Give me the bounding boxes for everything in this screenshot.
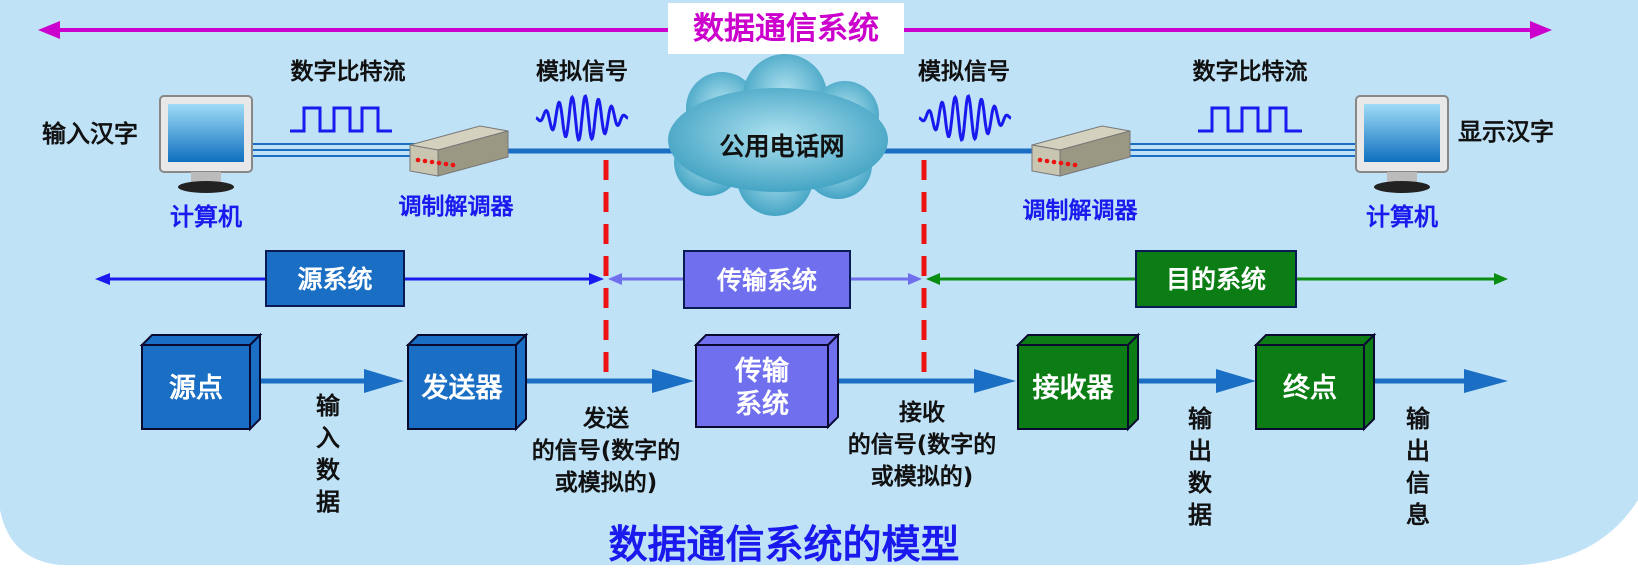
phone-network-cloud-icon (668, 54, 888, 216)
computer-right-label: 计算机 (1366, 203, 1438, 231)
transmission-block-label: 系统 (735, 388, 789, 420)
output-info-label-char: 信 (1406, 469, 1430, 497)
sent-signal-label-line: 发送 (582, 405, 629, 432)
modem-right-icon (1031, 125, 1131, 177)
analog-wave-left-icon (535, 94, 629, 142)
receiver-block-label: 接收器 (1033, 373, 1115, 404)
title-box (668, 3, 904, 54)
digital-stream-right-label: 数字比特流 (1193, 58, 1308, 85)
receiver-block-side-face (1127, 332, 1139, 432)
flow-arrows (260, 369, 1508, 393)
output-info-label-char: 输 (1406, 405, 1431, 433)
output-data-label-char: 出 (1188, 437, 1212, 465)
transmitter-block-label: 发送器 (421, 372, 504, 404)
display-text-label: 显示汉字 (1458, 118, 1554, 146)
input-data-label-char: 据 (316, 488, 340, 516)
transmitter-block-side-face (515, 332, 527, 432)
analog-signal-left-label: 模拟信号 (536, 58, 628, 85)
transmitter-block: 发送器 (405, 332, 529, 432)
destination-point-block-front-face (1255, 344, 1365, 430)
digital-wave-left-icon (290, 106, 392, 133)
modem-left-icon (409, 125, 509, 177)
input-data-label-char: 入 (316, 424, 340, 452)
transmission-block: 传输系统 (693, 332, 841, 430)
sent-signal-label-line: 或模拟的) (555, 469, 658, 496)
receiver-block: 接收器 (1015, 332, 1141, 432)
destination-system-box (1135, 250, 1297, 308)
input-data-label-char: 数 (316, 456, 341, 484)
sent-signal-label-line: 的信号(数字的 (532, 437, 681, 464)
output-data-label-char: 据 (1188, 501, 1212, 529)
computer-left-label: 计算机 (170, 203, 242, 231)
received-signal-label-line: 的信号(数字的 (848, 431, 997, 458)
transmission-block-top-face (693, 334, 841, 346)
source-point-block-side-face (249, 332, 261, 432)
source-system-box (265, 250, 405, 307)
diagram-caption: 数据通信系统的模型 (608, 523, 959, 568)
destination-system-label: 目的系统 (1166, 265, 1266, 294)
transmission-block-front-face (695, 344, 829, 428)
analog-signal-right-label: 模拟信号 (918, 58, 1010, 85)
diagram-title: 数据通信系统 (693, 11, 879, 47)
source-system-label: 源系统 (297, 265, 372, 294)
output-info-label-char: 出 (1406, 437, 1430, 465)
destination-point-block: 终点 (1253, 332, 1377, 432)
source-point-block-label: 源点 (169, 373, 223, 404)
destination-point-block-side-face (1363, 332, 1375, 432)
receiver-block-top-face (1015, 334, 1141, 346)
network-label: 公用电话网 (719, 132, 844, 161)
transmitter-block-top-face (405, 334, 529, 346)
output-info-label-char: 息 (1406, 501, 1430, 529)
transmitter-block-front-face (407, 344, 517, 430)
digital-stream-left-label: 数字比特流 (291, 58, 406, 85)
input-text-label: 输入汉字 (42, 120, 138, 148)
destination-point-block-top-face (1253, 334, 1377, 346)
transmission-block-label: 传输 (734, 355, 790, 387)
receiver-block-front-face (1017, 344, 1129, 430)
received-signal-label-line: 接收 (899, 399, 945, 426)
digital-wave-right-icon (1198, 106, 1302, 133)
link-lines (250, 143, 1358, 157)
flow-blocks: 源点 发送器 传输系统 接收器 终点 (139, 332, 1377, 432)
transmission-system-label: 传输系统 (716, 266, 817, 295)
source-point-block-top-face (139, 334, 263, 346)
transmission-system-box (683, 250, 851, 309)
source-point-block-front-face (141, 344, 251, 430)
destination-point-block-label: 终点 (1283, 372, 1337, 404)
input-data-label-char: 输 (316, 392, 341, 420)
output-data-label-char: 输 (1188, 405, 1213, 433)
transmission-block-side-face (827, 332, 839, 430)
modem-left-label: 调制解调器 (399, 193, 515, 220)
computer-left-icon (159, 95, 253, 193)
analog-wave-right-icon (918, 94, 1012, 142)
computer-right-icon (1355, 95, 1449, 193)
source-point-block: 源点 (139, 332, 263, 432)
output-data-label-char: 数 (1188, 469, 1213, 497)
modem-right-label: 调制解调器 (1023, 197, 1139, 224)
received-signal-label-line: 或模拟的) (871, 463, 974, 490)
